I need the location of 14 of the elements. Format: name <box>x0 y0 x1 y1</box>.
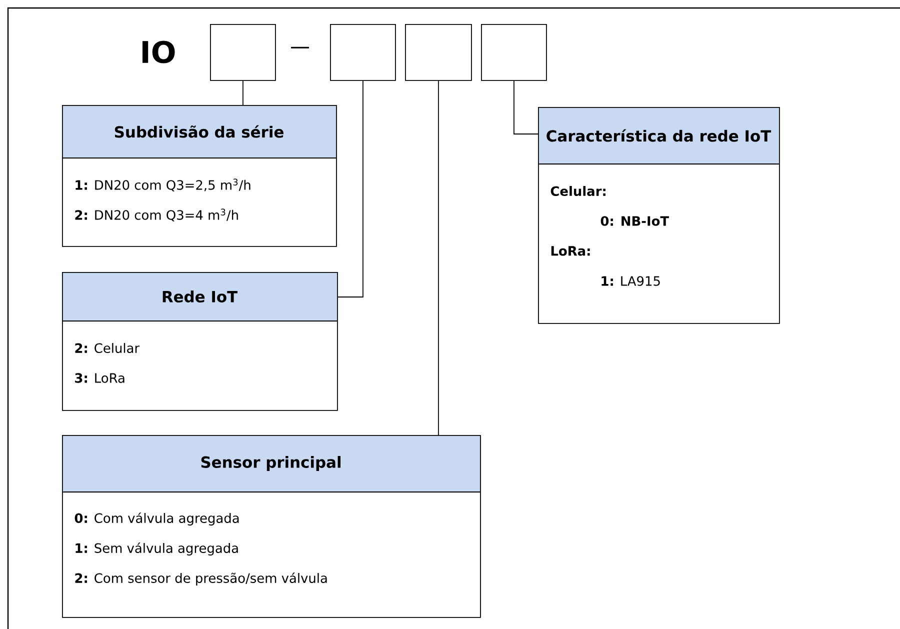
connector-line <box>337 80 364 298</box>
option-table: Sensor principal 0: Com válvula agregada 1: Sem válvula agregada 2: Com sensor de pressão/sem válvula <box>62 435 481 618</box>
code-prefix: IO <box>142 40 175 64</box>
option-table: Característica da rede IoT Celular: 0: NB-IoT LoRa: 1: LA915 <box>538 107 780 324</box>
separator-dash: — <box>291 46 309 48</box>
option-table: Rede IoT 2: Celular 3: LoRa <box>62 272 338 411</box>
code-box <box>330 24 396 81</box>
connector-line <box>438 80 439 436</box>
connector-line <box>514 80 538 134</box>
code-box <box>405 24 472 81</box>
code-box <box>210 24 276 81</box>
code-box <box>481 24 547 81</box>
connector-line <box>242 80 244 106</box>
option-table: Subdivisão da série 1: DN20 com Q3=2,5 m$^{3}$/h 2: DN20 com Q3=4 m$^{3}$/h <box>62 105 337 247</box>
